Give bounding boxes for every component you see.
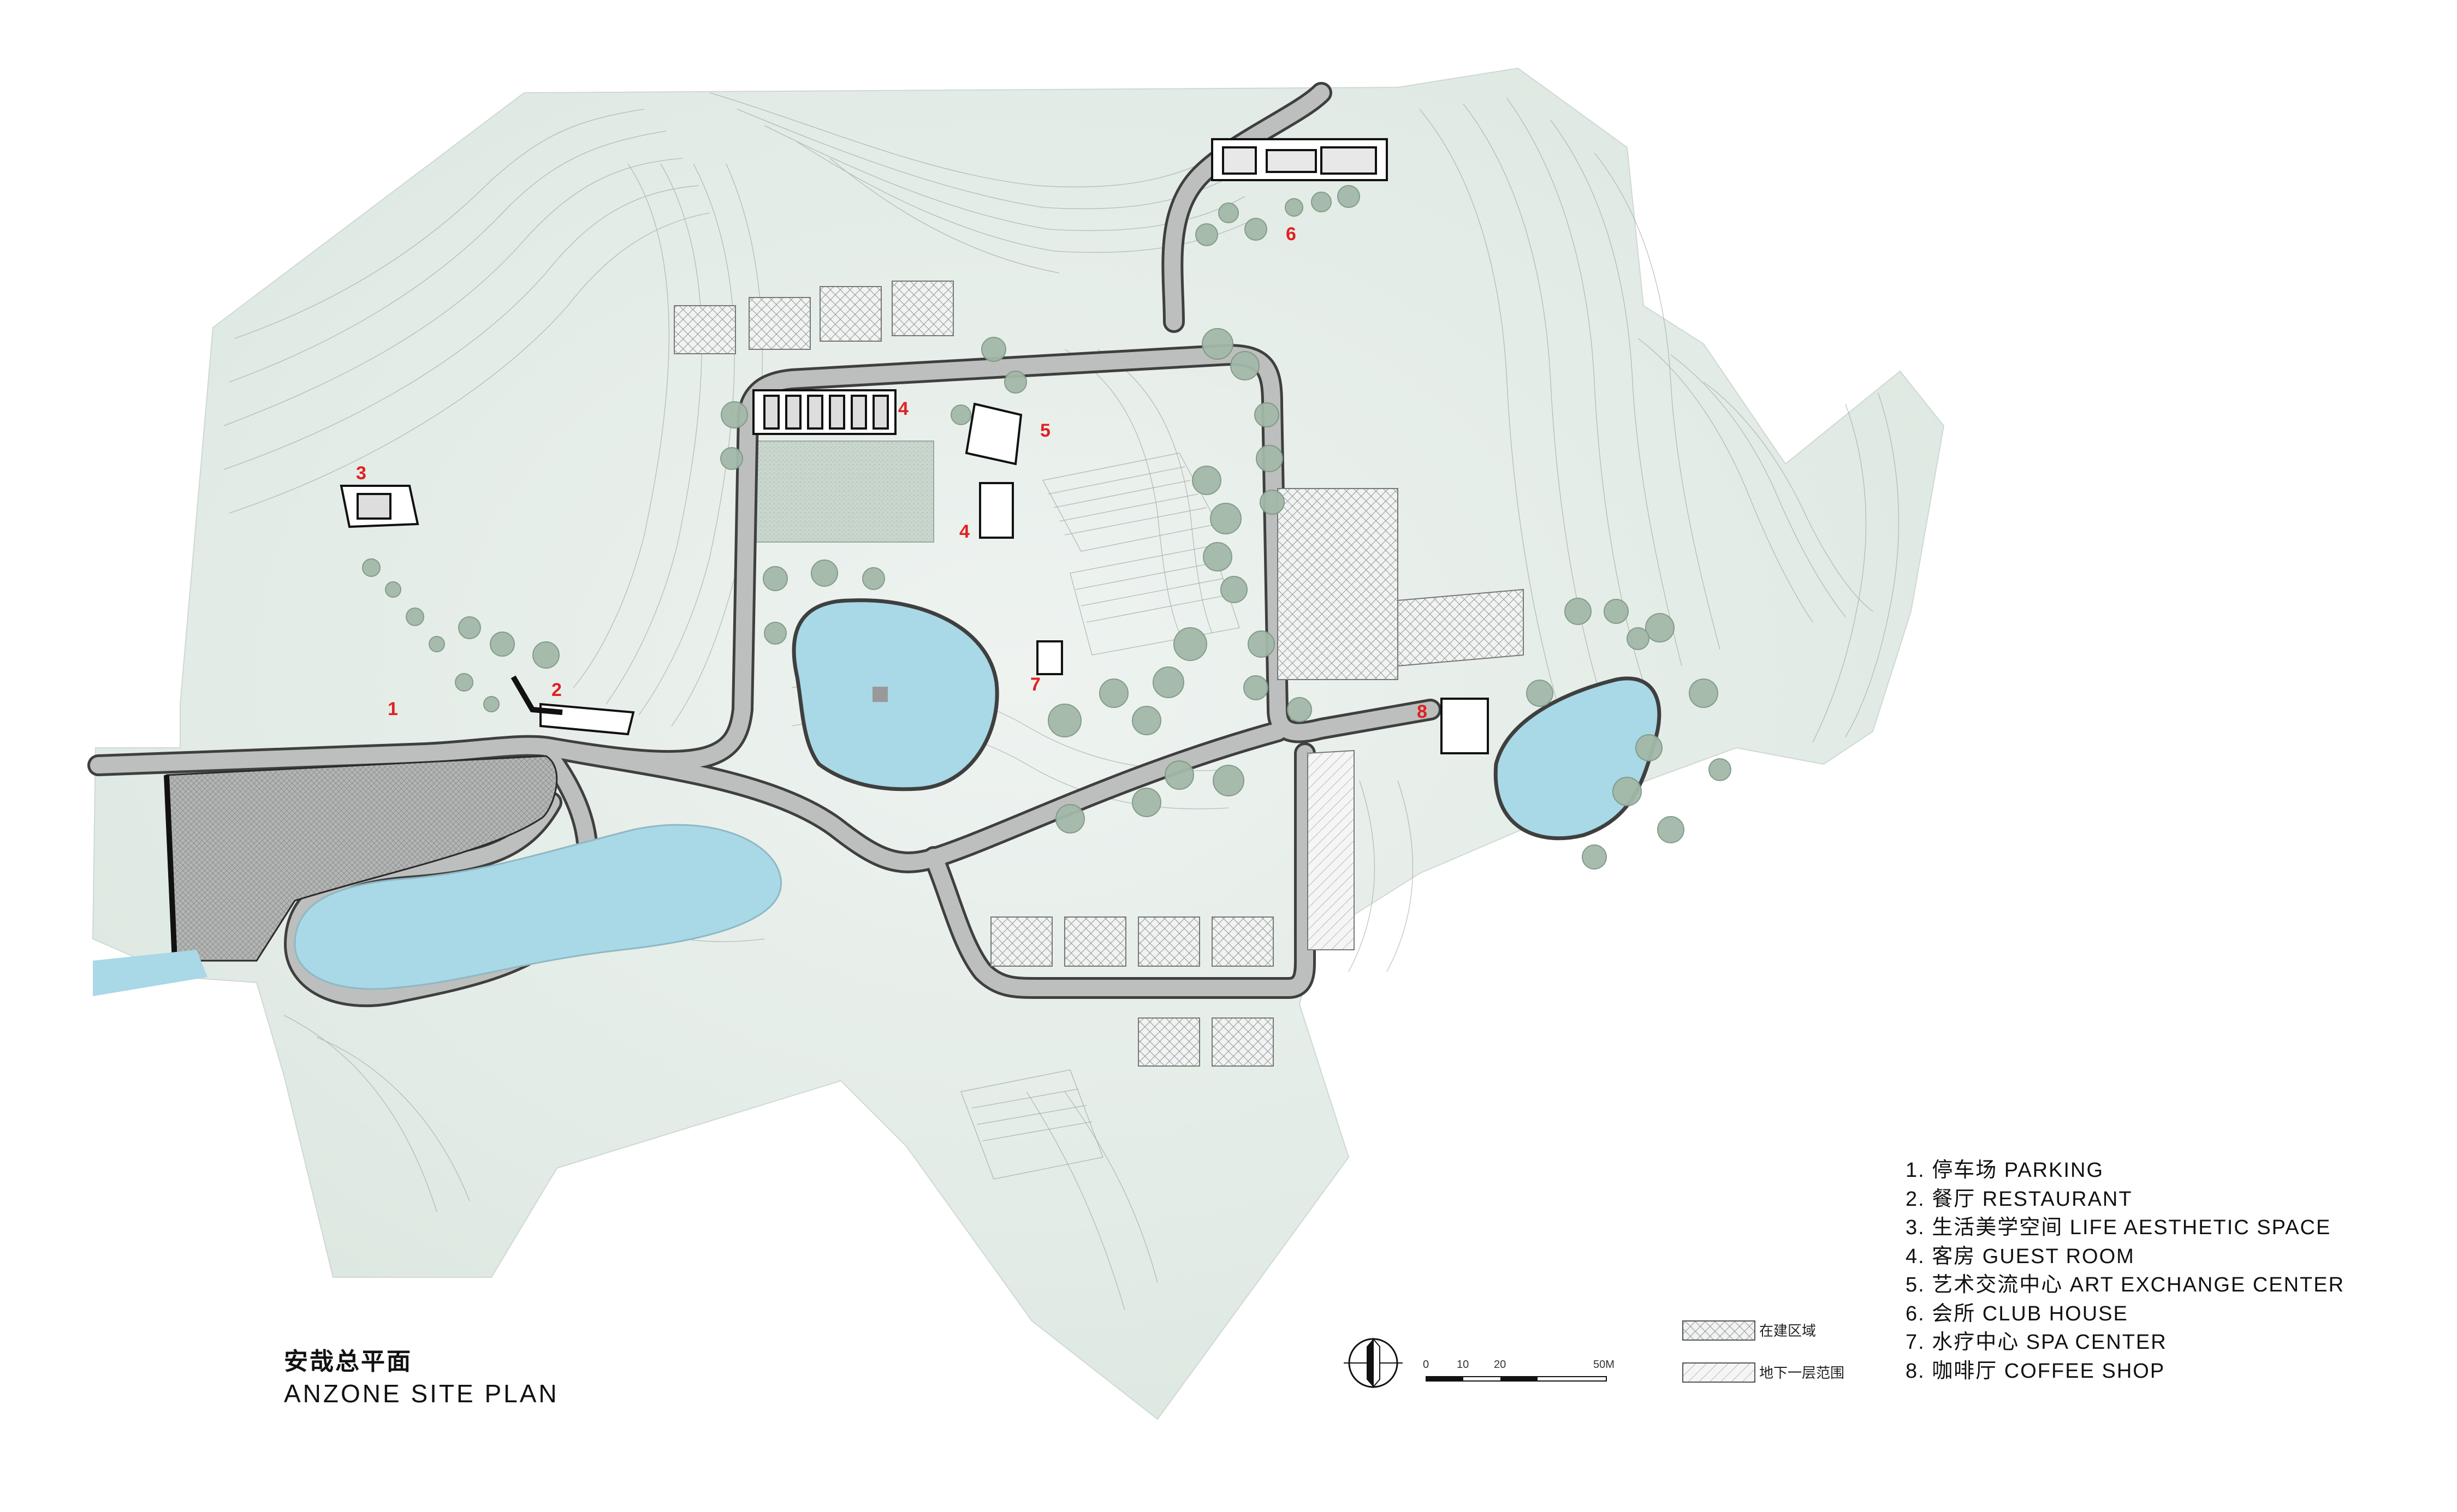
legend-item-restaurant: 2. 餐厅 RESTAURANT bbox=[1906, 1187, 2133, 1211]
stream-pond bbox=[294, 824, 782, 990]
lake-main bbox=[792, 598, 999, 791]
scale-tick-20: 20 bbox=[1494, 1359, 1506, 1371]
buildings bbox=[340, 138, 1489, 754]
scale-bar: 0 10 20 50M bbox=[1423, 1359, 1615, 1382]
contour-lines bbox=[223, 92, 1900, 1311]
legend-item-guest-room: 4. 客房 GUEST ROOM bbox=[1906, 1245, 2135, 1268]
hatch-key: 在建区域 地下一层范围 bbox=[1682, 1320, 1844, 1383]
key-swatch-under-construction bbox=[1682, 1320, 1755, 1341]
label-restaurant: 2 bbox=[551, 680, 562, 700]
label-life-aesthetic: 3 bbox=[356, 463, 366, 484]
trees bbox=[362, 185, 1731, 870]
legend-item-coffee-shop: 8. 咖啡厅 COFFEE SHOP bbox=[1906, 1359, 2165, 1383]
title-block: 安哉总平面 ANZONE SITE PLAN bbox=[284, 1342, 559, 1408]
building-number-labels: 1 2 3 4 4 5 6 7 8 bbox=[356, 224, 1427, 722]
stream-outlet bbox=[93, 950, 207, 996]
landscape-stripes bbox=[960, 453, 1240, 1180]
label-club-house: 6 bbox=[1286, 224, 1296, 245]
label-art-exchange: 5 bbox=[1040, 420, 1051, 441]
terrain-area bbox=[92, 67, 1945, 1420]
legend-item-club-house: 6. 会所 CLUB HOUSE bbox=[1906, 1302, 2128, 1325]
label-parking: 1 bbox=[388, 699, 398, 719]
hatched-plots bbox=[674, 281, 1524, 1067]
lake-island bbox=[873, 687, 888, 702]
legend-item-art-exchange-center: 5. 艺术交流中心 ART EXCHANGE CENTER bbox=[1906, 1273, 2345, 1296]
scale-tick-50: 50M bbox=[1593, 1359, 1615, 1371]
legend-item-life-aesthetic-space: 3. 生活美学空间 LIFE AESTHETIC SPACE bbox=[1906, 1216, 2331, 1239]
label-guest-room-a: 4 bbox=[898, 398, 909, 419]
key-swatch-basement bbox=[1682, 1362, 1755, 1383]
parking-edge-wall bbox=[164, 775, 177, 961]
key-label-basement: 地下一层范围 bbox=[1759, 1365, 1844, 1382]
scale-tick-0: 0 bbox=[1423, 1359, 1429, 1371]
lawn-field bbox=[756, 440, 934, 543]
restaurant-dark-wall bbox=[511, 675, 563, 715]
parking-lot-paving bbox=[165, 755, 558, 962]
key-label-under-construction: 在建区域 bbox=[1759, 1323, 1816, 1340]
label-coffee-shop: 8 bbox=[1417, 701, 1427, 722]
title-english: ANZONE SITE PLAN bbox=[284, 1379, 559, 1408]
scale-tick-10: 10 bbox=[1457, 1359, 1469, 1371]
label-guest-room-b: 4 bbox=[959, 521, 970, 542]
legend-item-spa-center: 7. 水疗中心 SPA CENTER bbox=[1906, 1331, 2167, 1354]
legend: 1. 停车场 PARKING 2. 餐厅 RESTAURANT 3. 生活美学空… bbox=[1906, 1156, 2345, 1385]
label-spa-center: 7 bbox=[1030, 674, 1041, 695]
title-chinese: 安哉总平面 bbox=[284, 1348, 412, 1376]
legend-item-parking: 1. 停车场 PARKING bbox=[1906, 1159, 2104, 1182]
north-arrow-icon bbox=[1344, 1337, 1403, 1389]
